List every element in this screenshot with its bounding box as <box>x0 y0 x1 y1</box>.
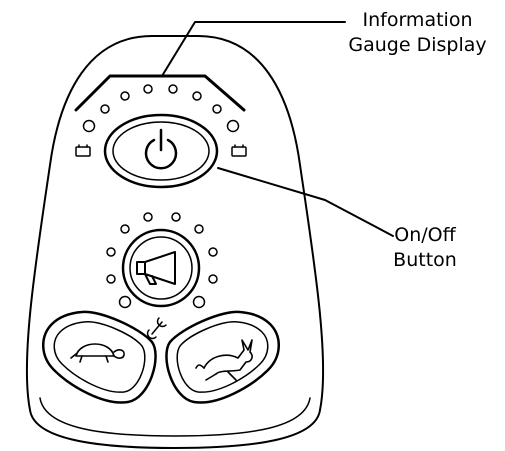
gauge-leds <box>82 84 240 133</box>
on-off-label-line1: On/Off <box>394 224 456 246</box>
on-off-button[interactable] <box>103 113 219 189</box>
speed-led <box>171 212 181 222</box>
controller-housing <box>25 35 325 449</box>
housing-inner-rim <box>39 397 311 437</box>
turtle-icon <box>70 343 125 363</box>
horn-icon <box>136 251 176 285</box>
gauge-led <box>120 91 130 101</box>
wrench-icon <box>146 317 167 340</box>
rabbit-icon <box>195 339 253 381</box>
callout-line-info-gauge <box>161 21 346 77</box>
info-gauge-label-line2: Gauge Display <box>348 34 487 56</box>
speed-led <box>106 247 116 257</box>
gauge-led <box>192 91 202 101</box>
power-icon <box>144 128 178 170</box>
speed-led <box>192 295 206 309</box>
speed-led <box>143 212 153 222</box>
speed-up-button[interactable] <box>165 310 280 404</box>
speed-led <box>208 247 218 257</box>
speed-down-button[interactable] <box>42 310 157 404</box>
speed-led <box>194 224 204 234</box>
horn-button[interactable] <box>121 228 201 308</box>
speed-led <box>208 274 218 284</box>
gauge-led <box>226 119 240 133</box>
battery-icon <box>75 144 91 157</box>
speed-led <box>120 224 130 234</box>
on-off-label: On/Off Button <box>370 223 480 273</box>
speed-led <box>106 274 116 284</box>
info-gauge-label-line1: Information <box>362 9 473 31</box>
gauge-led <box>143 84 153 94</box>
gauge-led <box>100 104 110 114</box>
gauge-led <box>212 104 222 114</box>
gauge-led <box>168 84 178 94</box>
on-off-label-line2: Button <box>393 249 457 271</box>
battery-icon <box>231 144 247 157</box>
gauge-bracket <box>74 74 246 112</box>
speed-led <box>118 295 132 309</box>
info-gauge-label: Information Gauge Display <box>330 8 505 58</box>
speed-leds <box>106 212 218 309</box>
callout-line-on-off <box>217 167 394 237</box>
gauge-led <box>82 119 96 133</box>
